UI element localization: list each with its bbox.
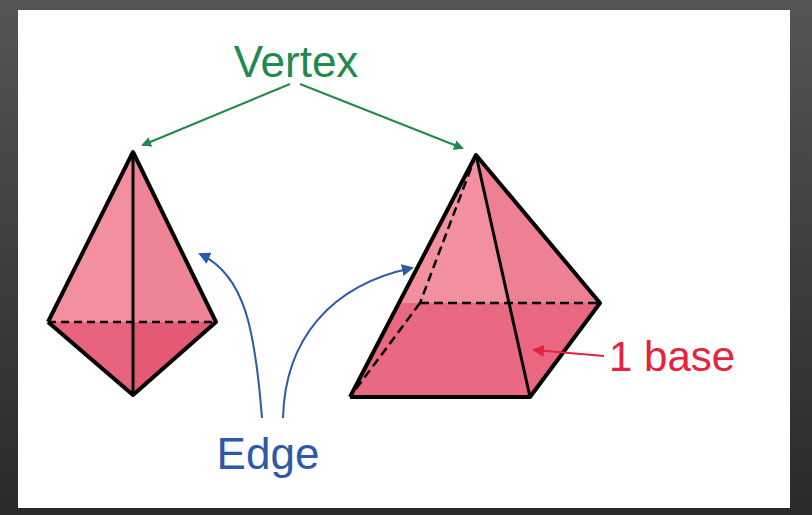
- edge-pointer: [200, 254, 262, 418]
- edge-pointer: [283, 268, 412, 418]
- vertex-pointer: [300, 84, 462, 148]
- vertex-pointer: [143, 84, 290, 145]
- square-pyramid: [350, 155, 600, 397]
- edge-label: Edge: [217, 432, 320, 476]
- triangular-pyramid: [48, 152, 216, 395]
- base-pointer: [534, 350, 604, 356]
- vertex-label: Vertex: [234, 40, 359, 84]
- base-label: 1 base: [609, 336, 735, 378]
